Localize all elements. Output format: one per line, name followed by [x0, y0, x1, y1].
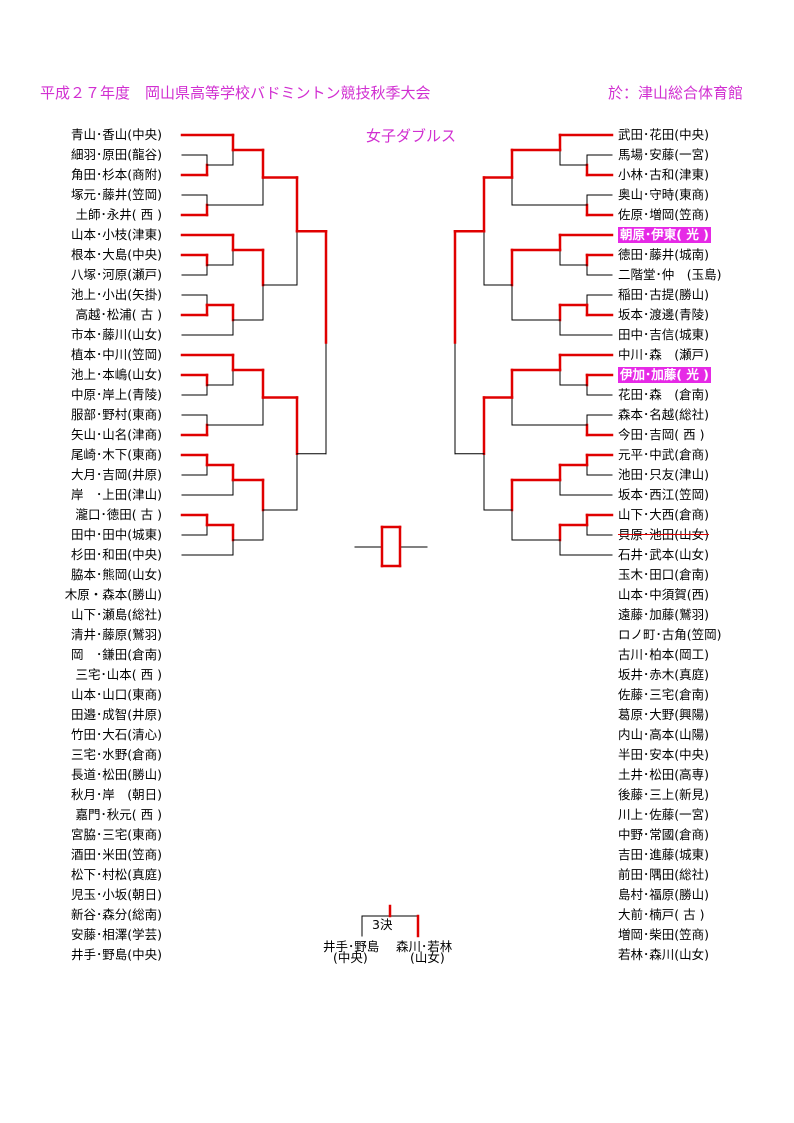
left-entry: 田中･田中(城東) [70, 527, 162, 542]
right-entry: 葛原･大野(興陽) [618, 707, 710, 722]
right-entry: 古川･柏本(岡工) [618, 647, 710, 662]
right-entry: 増岡･柴田(笠商) [618, 927, 710, 942]
left-entry: 岡 ･鎌田(倉南) [70, 647, 162, 662]
right-entry: 大前･楠戸( 古 ) [618, 907, 705, 922]
right-entry: 貝原･池田(山女) [618, 527, 710, 542]
third-place-right-school: (山女) [410, 950, 445, 965]
left-entry: 細羽･原田(龍谷) [70, 147, 162, 162]
right-entry: 若林･森川(山女) [618, 947, 710, 962]
left-entry: 市本･藤川(山女) [70, 327, 162, 342]
right-entry: 武田･花田(中央) [618, 127, 710, 142]
left-entry: 池上･小出(矢掛) [70, 287, 162, 302]
left-entry: 長道･松田(勝山) [70, 767, 162, 782]
left-entry: 尾崎･木下(東商) [70, 447, 162, 462]
left-entry: 中原･岸上(青陵) [70, 387, 162, 402]
third-place-left-team: 井手･野島 [323, 939, 380, 954]
left-entry: 杉田･和田(中央) [70, 547, 162, 562]
left-entry: 土師･永井( 西 ) [75, 207, 162, 222]
left-entry: 田邉･成智(井原) [70, 707, 162, 722]
right-entry: 池田･只友(津山) [618, 467, 710, 482]
right-entry: 朝原･伊東( 光 ) [618, 227, 711, 243]
left-entry: 大月･吉岡(井原) [70, 467, 162, 482]
left-entry: 秋月･岸 (朝日) [70, 787, 162, 802]
left-entry: 瀧口･徳田( 古 ) [75, 507, 162, 522]
left-entry: 三宅･山本( 西 ) [75, 667, 162, 682]
left-entry: 服部･野村(東商) [70, 407, 162, 422]
left-entry: 青山･香山(中央) [70, 127, 162, 142]
right-entry: 坂井･赤木(真庭) [618, 667, 710, 682]
right-entry: 中野･常國(倉商) [618, 827, 710, 842]
left-entry: 三宅･水野(倉商) [70, 747, 162, 762]
right-entry: 後藤･三上(新見) [618, 787, 710, 802]
third-place-right-team: 森川･若林 [396, 939, 453, 954]
right-entry: 徳田･藤井(城南) [618, 247, 710, 262]
left-entry: 矢山･山名(津商) [70, 427, 162, 442]
right-entry: 二階堂･仲 (玉島) [618, 267, 722, 282]
right-entry: 伊加･加藤( 光 ) [618, 367, 711, 383]
left-entry: 山本･小枝(津東) [70, 227, 162, 242]
left-entry: 木原・森本(勝山) [64, 587, 162, 602]
left-entry: 安藤･相澤(学芸) [70, 927, 162, 942]
right-entry: 坂本･西江(笠岡) [618, 487, 710, 502]
right-entry: 中川･森 (瀬戸) [618, 347, 710, 362]
left-entry: 山本･山口(東商) [70, 687, 162, 702]
right-entry: 馬場･安藤(一宮) [618, 147, 710, 162]
left-entry: 植本･中川(笠岡) [70, 347, 162, 362]
left-entry: 池上･本嶋(山女) [70, 367, 162, 382]
left-entry: 嘉門･秋元( 西 ) [75, 807, 162, 822]
right-entry: ロノ町･古角(笠岡) [618, 627, 722, 642]
right-entry: 稲田･古提(勝山) [618, 287, 710, 302]
left-entry: 児玉･小坂(朝日) [70, 887, 162, 902]
tournament-title: 平成２７年度 岡山県高等学校バドミントン競技秋季大会 [40, 84, 431, 102]
right-entry: 内山･高本(山陽) [618, 727, 710, 742]
left-entry: 山下･瀬島(総社) [70, 607, 162, 622]
right-entry: 小林･古和(津東) [618, 167, 710, 182]
right-entry: 山下･大西(倉商) [618, 507, 710, 522]
left-entry: 竹田･大石(清心) [70, 727, 162, 742]
third-place-left-school: (中央) [333, 950, 368, 965]
left-entry: 八塚･河原(瀬戸) [70, 267, 162, 282]
third-place-label: 3決 [372, 917, 393, 932]
right-entry: 森本･名越(総社) [618, 407, 710, 422]
right-entry: 島村･福原(勝山) [618, 887, 710, 902]
right-entry: 玉木･田口(倉南) [618, 567, 710, 582]
right-entry: 奥山･守時(東商) [618, 187, 710, 202]
left-entry: 塚元･藤井(笠岡) [70, 187, 162, 202]
right-entry: 今田･吉岡( 西 ) [618, 427, 705, 442]
left-entry: 宮脇･三宅(東商) [70, 827, 162, 842]
right-entry: 吉田･進藤(城東) [618, 847, 710, 862]
right-entry: 石井･武本(山女) [618, 547, 710, 562]
left-entry: 酒田･米田(笠商) [70, 847, 162, 862]
left-entry: 高越･松浦( 古 ) [75, 307, 162, 322]
right-entry: 元平･中武(倉商) [618, 447, 710, 462]
right-entry: 山本･中須賀(西) [618, 587, 710, 602]
left-entry: 根本･大島(中央) [70, 247, 162, 262]
left-entry: 新谷･森分(総南) [70, 907, 162, 922]
right-entry: 前田･隅田(総社) [618, 867, 710, 882]
right-entry: 坂本･渡邊(青陵) [618, 307, 710, 322]
left-entry: 井手･野島(中央) [70, 947, 162, 962]
left-entry: 松下･村松(真庭) [70, 867, 162, 882]
right-entry: 土井･松田(高専) [618, 767, 710, 782]
right-entry: 遠藤･加藤(鷲羽) [618, 607, 710, 622]
left-entry: 清井･藤原(鷲羽) [70, 627, 162, 642]
right-entry: 田中･吉信(城東) [618, 327, 710, 342]
right-entry: 半田･安本(中央) [618, 747, 710, 762]
right-entry: 佐原･増岡(笠商) [618, 207, 710, 222]
left-entry: 岸 ･上田(津山) [70, 487, 162, 502]
right-entry: 花田･森 (倉南) [618, 387, 710, 402]
left-entry: 脇本･熊岡(山女) [70, 567, 162, 582]
left-entry: 角田･杉本(商附) [70, 167, 162, 182]
venue-label: 於：津山総合体育館 [608, 84, 744, 102]
right-entry: 川上･佐藤(一宮) [618, 807, 710, 822]
event-title: 女子ダブルス [366, 127, 457, 145]
right-entry: 佐藤･三宅(倉南) [618, 687, 710, 702]
